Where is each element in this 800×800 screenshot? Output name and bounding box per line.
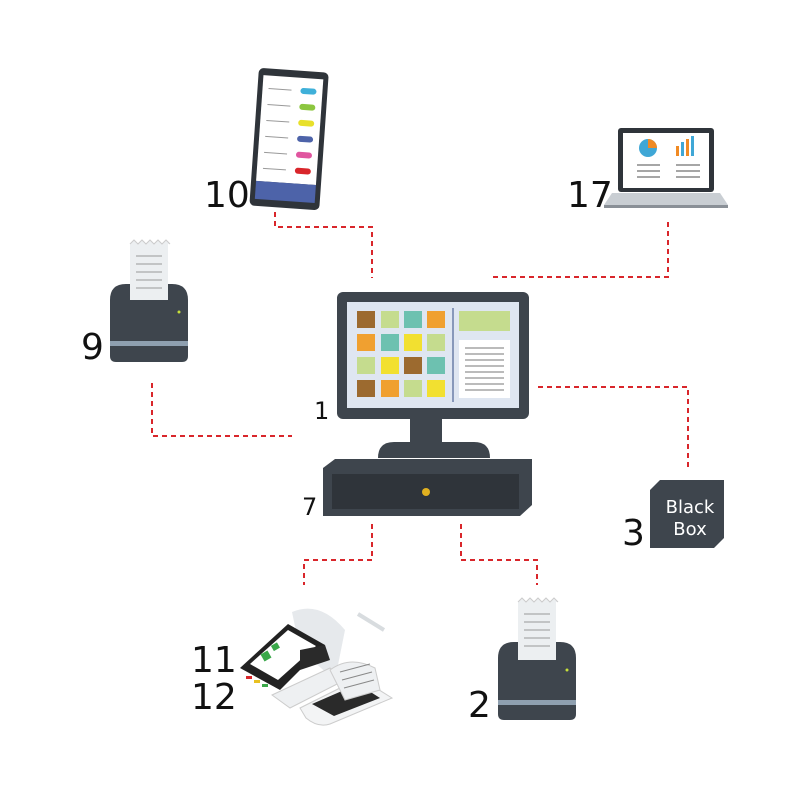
tablet-icon [249, 68, 329, 211]
connector-payment-terminal [303, 524, 373, 585]
label-laptop: 17 [567, 175, 613, 216]
label-kitchen-printer: 9 [81, 327, 104, 368]
connector-lines [151, 212, 689, 585]
label-payment-terminal: 11 [191, 640, 237, 681]
black-box-text: Black Box [660, 497, 720, 541]
connector-tablet [274, 212, 373, 278]
kitchen-printer-icon [110, 239, 188, 362]
connector-laptop [493, 222, 669, 278]
receipt-printer-icon [498, 597, 576, 720]
laptop-icon [604, 128, 728, 208]
label-black-box: 3 [622, 513, 645, 554]
label-pos-terminal: 1 [314, 397, 330, 425]
black-box-line1: Black [665, 497, 715, 518]
black-box-icon [650, 480, 724, 548]
mobile-receipt-icon [299, 661, 394, 726]
label-cash-drawer: 7 [302, 493, 318, 521]
black-box-line2: Box [673, 519, 707, 540]
label-tablet: 10 [204, 175, 250, 216]
pos-monitor-icon [337, 292, 529, 458]
monitor-tiles [357, 311, 445, 397]
connector-receipt-printer [460, 524, 538, 585]
payment-terminal-icon [240, 608, 386, 709]
connector-kitchen-printer [151, 383, 292, 437]
cash-drawer-icon [323, 459, 532, 516]
label-receipt-printer: 2 [468, 685, 491, 726]
label-mobile-receipt: 12 [191, 677, 237, 718]
connector-black-box [538, 386, 689, 467]
